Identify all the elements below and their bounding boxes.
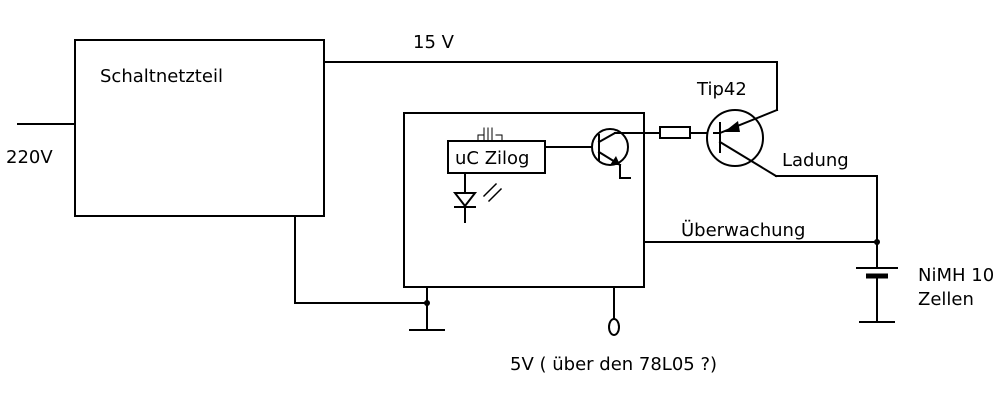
microcontroller-chip <box>447 140 546 174</box>
supply-15v-wire <box>323 61 778 111</box>
crystal-icon <box>477 127 503 142</box>
controller-board-block <box>403 112 645 288</box>
logic-supply-terminal <box>608 318 620 336</box>
base-resistor <box>659 126 691 139</box>
ground-junction-dot <box>424 300 430 306</box>
supply-voltage-label: 15 V <box>413 32 455 53</box>
battery-label-line2: Zellen <box>918 289 974 310</box>
power-transistor-icon <box>706 108 779 178</box>
charging-wire <box>775 175 878 269</box>
power-supply-label: Schaltnetzteil <box>100 66 223 87</box>
monitoring-label: Überwachung <box>681 219 805 241</box>
monitoring-junction-dot <box>874 239 880 245</box>
transistor-label: Tip42 <box>696 79 747 100</box>
charging-label: Ladung <box>782 150 849 171</box>
microcontroller-label: uC Zilog <box>455 148 529 169</box>
battery-label-line1: NiMH 10 <box>918 265 994 286</box>
mains-voltage-label: 220V <box>6 147 53 168</box>
ground-return-wire <box>294 215 428 304</box>
led-icon <box>452 172 503 223</box>
logic-supply-label: 5V ( über den 78L05 ?) <box>510 354 717 375</box>
battery-icon <box>856 267 898 323</box>
power-supply-block <box>74 39 325 217</box>
driver-transistor-icon <box>591 128 661 179</box>
